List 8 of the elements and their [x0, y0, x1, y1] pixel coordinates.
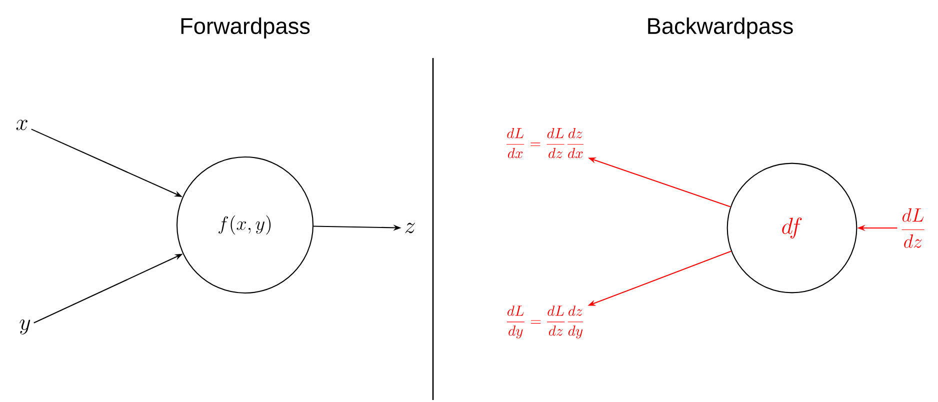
formula-label: $\frac{dL}{dy}=\frac{dL}{dz}\frac{dz}{dy}$ [506, 306, 584, 339]
formula-label: $\frac{dL}{dz}$ [902, 208, 924, 248]
heading: Backwardpass [648, 17, 793, 39]
variable-label: $z$ [405, 222, 415, 234]
variable-label: $y$ [20, 320, 30, 334]
variable-label: $x$ [16, 120, 28, 130]
heading: Forwardpass [181, 17, 310, 39]
formula-label: $\frac{dL}{dx}=\frac{dL}{dz}\frac{dz}{dx}$ [506, 128, 584, 158]
